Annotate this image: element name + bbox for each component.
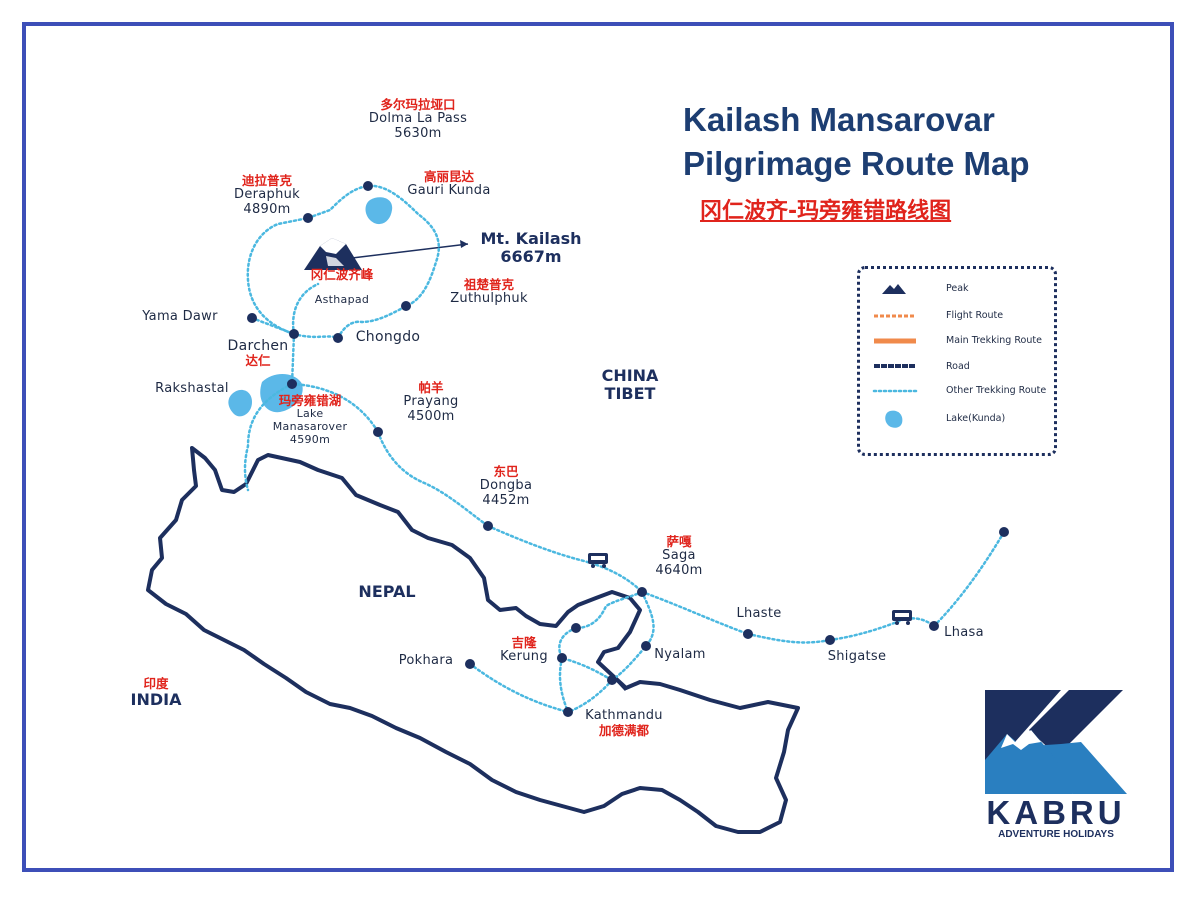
label-zuthulphuk: 祖楚普克 Zuthulphuk — [450, 277, 528, 307]
dot-prayang — [373, 427, 383, 437]
kabru-logo-mark — [985, 690, 1127, 794]
route-saga-south — [610, 590, 655, 682]
dot-border — [607, 675, 617, 685]
label-kerung: 吉隆 Kerung — [500, 635, 548, 665]
label-dolma-la-pass: 多尔玛拉垭口 Dolma La Pass 5630m — [368, 97, 468, 142]
dot-dolma — [363, 181, 373, 191]
label-lhaste: Lhaste — [736, 606, 782, 621]
dot-dongba — [483, 521, 493, 531]
map-title-chinese: 冈仁波齐-玛旁雍错路线图 — [700, 199, 952, 224]
dot-northeast — [999, 527, 1009, 537]
route-yama — [250, 316, 296, 336]
dot-kerung — [557, 653, 567, 663]
label-lhasa: Lhasa — [944, 625, 984, 640]
dot-yama — [247, 313, 257, 323]
label-chongdo: Chongdo — [355, 329, 421, 345]
bus-icon — [892, 610, 912, 625]
map-frame — [22, 22, 1174, 872]
dot-zuthulphuk — [401, 301, 411, 311]
map-title: Kailash Mansarovar Pilgrimage Route Map — [683, 101, 1030, 182]
label-darchen: Darchen 达仁 — [227, 338, 289, 369]
kailash-pointer-arrow — [351, 243, 469, 259]
region-nepal: NEPAL — [358, 582, 416, 601]
region-china-tibet: CHINA TIBET — [601, 366, 659, 404]
dot-kathmandu — [563, 707, 573, 717]
route-kerung-loop — [558, 626, 614, 682]
legend-lake-icon — [885, 410, 903, 428]
legend-peak-icon — [882, 284, 906, 294]
route-shigatse-lhasa — [828, 617, 936, 642]
dot-mansarovar — [287, 379, 297, 389]
route-kailash-kora — [246, 184, 441, 340]
label-lake-manasarover: 玛旁雍错湖 Lake Manasarover 4590m — [272, 393, 348, 446]
lake-gauri-kunda — [365, 197, 393, 225]
dot-chongdo — [333, 333, 343, 343]
kailash-chinese-label: 冈仁波齐峰 — [310, 267, 374, 282]
route-kerung-kathmandu — [558, 656, 570, 714]
dot-lhasa — [929, 621, 939, 631]
dot-shigatse — [825, 635, 835, 645]
legend-flight-route: Flight Route — [946, 310, 1004, 321]
legend-other-trekking-route: Other Trekking Route — [946, 385, 1047, 396]
legend-road: Road — [946, 361, 970, 372]
nepal-border — [146, 446, 800, 834]
bus-icon — [588, 553, 608, 568]
dot-darchen — [289, 329, 299, 339]
mt-kailash-label: Mt. Kailash 6667m — [480, 229, 582, 267]
lake-rakshastal — [228, 389, 252, 417]
label-prayang: 帕羊 Prayang 4500m — [403, 380, 459, 425]
legend-flight-icon — [874, 314, 916, 318]
label-asthapad: Asthapad — [314, 293, 370, 306]
map-legend: Peak Flight Route Main Trekking Route Ro… — [857, 266, 1057, 456]
route-prayang-dongba — [376, 430, 490, 528]
route-lhasa-northeast — [932, 530, 1006, 628]
kabru-tagline: ADVENTURE HOLIDAYS — [998, 829, 1114, 840]
legend-peak: Peak — [946, 283, 969, 294]
region-india: 印度 INDIA — [130, 676, 182, 710]
kabru-logo: KABRU ADVENTURE HOLIDAYS — [985, 690, 1127, 840]
dot-pokhara — [465, 659, 475, 669]
dot-nyalam — [641, 641, 651, 651]
label-dongba: 东巴 Dongba 4452m — [479, 464, 533, 509]
label-shigatse: Shigatse — [827, 649, 887, 664]
route-dongba-saga — [486, 524, 644, 594]
route-lake-prayang — [290, 382, 380, 434]
place-markers — [247, 181, 1009, 717]
route-lhaste-shigatse — [746, 632, 832, 644]
mt-kailash-icon — [304, 238, 362, 270]
label-nyalam: Nyalam — [654, 647, 706, 662]
label-pokhara: Pokhara — [398, 653, 454, 668]
route-saga-kerung — [574, 590, 644, 630]
label-gauri-kunda: 高丽昆达 Gauri Kunda — [407, 169, 491, 199]
route-darchen-lake — [290, 332, 296, 386]
dot-lhaste — [743, 629, 753, 639]
label-rakshastal: Rakshastal — [155, 381, 229, 396]
route-darchen-asthapad — [291, 282, 320, 336]
label-kathmandu: Kathmandu 加德满都 — [585, 708, 663, 738]
label-saga: 萨嘎 Saga 4640m — [655, 534, 703, 579]
dot-saga — [637, 587, 647, 597]
legend-other-trek-icon — [872, 389, 918, 393]
legend-main-trek-icon — [874, 338, 916, 344]
dot-kerung-a — [571, 623, 581, 633]
route-saga-lhaste — [640, 590, 750, 636]
dot-deraphuk — [303, 213, 313, 223]
label-yama-dawr: Yama Dawr — [142, 309, 218, 324]
legend-road-icon — [874, 364, 916, 368]
label-deraphuk: 迪拉普克 Deraphuk 4890m — [234, 173, 300, 218]
legend-lake: Lake(Kunda) — [946, 413, 1006, 424]
legend-main-trekking-route: Main Trekking Route — [946, 335, 1042, 346]
trekking-routes — [243, 184, 1006, 714]
kabru-brand: KABRU — [986, 794, 1126, 831]
route-pokhara-kathmandu — [468, 662, 570, 714]
route-lake-west — [243, 382, 294, 492]
